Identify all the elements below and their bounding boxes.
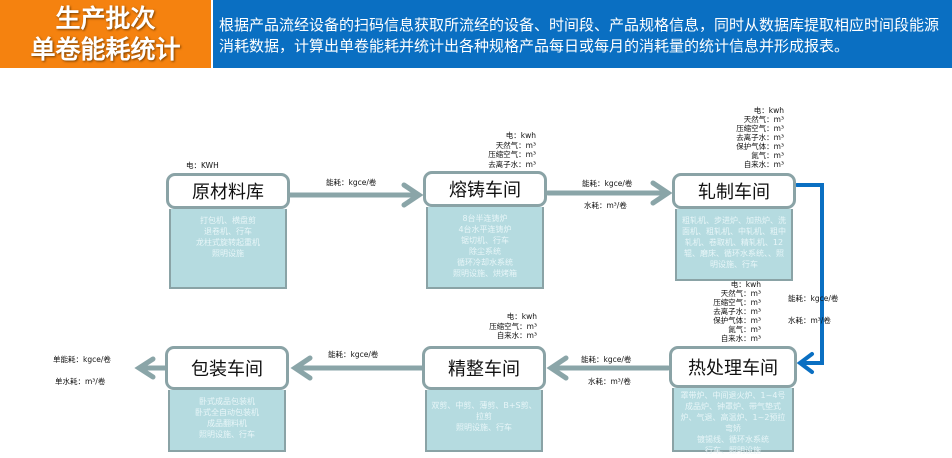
- arrow-out: [134, 356, 168, 380]
- text: 天然气：m³: [743, 115, 784, 124]
- text: 保护气体：m³: [713, 316, 761, 325]
- text: 精整车间: [422, 346, 546, 390]
- node-raw-material[interactable]: 原材料库打包机、横盘剪 退卷机、行车 龙柱式旋转起重机 照明设施: [166, 173, 290, 289]
- node-finishing[interactable]: 精整车间双剪、中剪、薄剪、B+S剪、拉剪 照明设施、行车: [422, 346, 546, 452]
- text: 自来水：m³: [496, 331, 537, 340]
- text: 8台半连铸炉 4台水平连铸炉 锯切机、行车 除尘系统 循环冷却水系统 照明设施、…: [426, 207, 544, 289]
- text: 双剪、中剪、薄剪、B+S剪、拉剪 照明设施、行车: [425, 390, 543, 452]
- text: 电：kwh: [753, 106, 784, 115]
- text: 热处理车间: [669, 346, 797, 388]
- page-title: 生产批次单卷能耗统计: [0, 0, 211, 68]
- output-label: 单能耗：kgce/卷: [53, 355, 111, 364]
- link-label: 能耗：kgce/卷: [326, 178, 377, 187]
- arrow-1: [287, 182, 424, 208]
- text: 罩带炉、中间退火炉、1~4号成品炉、钟罩炉、带气垫式炉、气退、高温炉、1~2预拉…: [672, 388, 794, 455]
- link-label: 水耗：m³/卷: [588, 377, 631, 386]
- text: 原材料库: [166, 173, 290, 209]
- output-label: 单水耗：m³/卷: [55, 377, 106, 386]
- text: 压缩空气：m³: [489, 321, 537, 331]
- text: 轧制车间: [672, 173, 796, 209]
- text: 电：kwh: [505, 131, 536, 140]
- node-packaging[interactable]: 包装车间卧式成品包装机 卧式全自动包装机 成品翻料机 照明设施、行车: [165, 346, 289, 452]
- arrow-5: [290, 355, 425, 381]
- text: 粗轧机、步进炉、加热炉、洗面机、粗轧机、中轧机、粗中轧机、卷取机、精轧机、12辊…: [675, 209, 793, 281]
- link-label: 水耗：m³/卷: [788, 316, 831, 325]
- text: 卧式成品包装机 卧式全自动包装机 成品翻料机 照明设施、行车: [168, 390, 286, 452]
- text: 自来水：m³: [720, 334, 761, 343]
- arrow-3: [795, 183, 824, 374]
- link-label: 能耗：kgce/卷: [788, 294, 839, 303]
- text: 氮气：m³: [728, 325, 761, 334]
- text: 去离子水：m³: [736, 133, 784, 142]
- text: 生产批次: [55, 4, 156, 33]
- link-label: 能耗：kgce/卷: [582, 179, 633, 188]
- text: 电：kwh: [506, 312, 537, 321]
- text: 氮气：m³: [751, 151, 784, 160]
- node-heat-treatment[interactable]: 热处理车间罩带炉、中间退火炉、1~4号成品炉、钟罩炉、带气垫式炉、气退、高温炉、…: [669, 346, 797, 455]
- text: 打包机、横盘剪 退卷机、行车 龙柱式旋转起重机 照明设施: [169, 209, 287, 289]
- text: 压缩空气：m³: [713, 298, 761, 307]
- text: 天然气：m³: [720, 289, 761, 298]
- text: 包装车间: [165, 346, 289, 390]
- text: 压缩空气：m³: [736, 124, 784, 133]
- node-rolling[interactable]: 轧制车间粗轧机、步进炉、加热炉、洗面机、粗轧机、中轧机、粗中轧机、卷取机、精轧机…: [672, 173, 796, 281]
- text: 熔铸车间: [423, 171, 547, 207]
- text: 去离子水：m³: [713, 307, 761, 316]
- arrow-2: [545, 180, 673, 206]
- text: 单卷能耗统计: [30, 35, 181, 64]
- text: 天然气：m³: [495, 140, 536, 150]
- description: 根据产品流经设备的扫码信息获取所流经的设备、时间段、产品规格信息，同时从数据库提…: [213, 0, 952, 68]
- arrow-4: [546, 355, 671, 381]
- energy-label: 电：KWH: [186, 161, 219, 170]
- text: 压缩空气：m³: [488, 150, 536, 159]
- link-label: 能耗：kgce/卷: [581, 355, 632, 364]
- text: 保护气体：m³: [736, 142, 784, 151]
- text: 自来水：m³: [743, 160, 784, 169]
- text: 电：kwh: [730, 280, 761, 289]
- link-label: 能耗：kgce/卷: [328, 350, 379, 359]
- text: 去离子水：m³: [488, 159, 536, 169]
- link-label: 水耗：m³/卷: [584, 201, 627, 210]
